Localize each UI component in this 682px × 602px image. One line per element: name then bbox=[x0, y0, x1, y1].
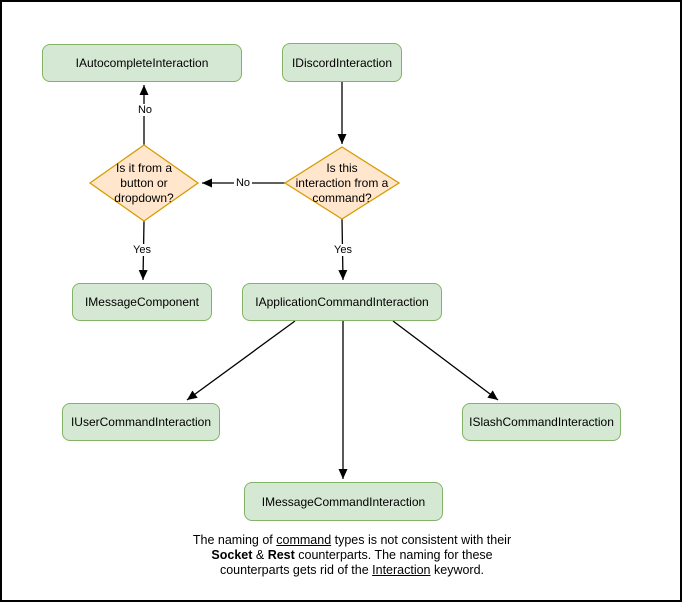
decision-button-dropdown-shape bbox=[88, 144, 200, 222]
edge-label-yes-left: Yes bbox=[131, 244, 153, 256]
footer-line2-bold-socket: Socket bbox=[211, 548, 253, 562]
node-iusercommandinteraction: IUserCommandInteraction bbox=[62, 403, 220, 441]
footer-note: The naming of command types is not consi… bbox=[172, 533, 532, 578]
footer-line2-bold-rest: Rest bbox=[267, 548, 295, 562]
edge-label-no-up: No bbox=[135, 104, 155, 116]
edge-application-to-slash-command bbox=[392, 320, 499, 401]
footer-line1-underlined-word: command bbox=[276, 533, 332, 547]
node-imessagecommandinteraction: IMessageCommandInteraction bbox=[244, 482, 443, 521]
footer-line-1: The naming of command types is not consi… bbox=[172, 533, 532, 548]
footer-line1-pre: The naming of bbox=[192, 533, 277, 547]
edge-label-no-left: No bbox=[233, 177, 253, 189]
footer-line-2: Socket & Rest counterparts. The naming f… bbox=[172, 548, 532, 563]
footer-line3-pre: counterparts gets rid of the bbox=[219, 563, 373, 577]
decision-button-dropdown-label: Is it from a button or dropdown? bbox=[114, 160, 174, 205]
footer-line2-post: counterparts. The naming for these bbox=[294, 548, 493, 562]
footer-line2-mid: & bbox=[252, 548, 268, 562]
node-iapplicationcommandinteraction: IApplicationCommandInteraction bbox=[242, 283, 442, 321]
edge-label-yes-right: Yes bbox=[332, 244, 354, 256]
node-islashcommandinteraction: ISlashCommandInteraction bbox=[462, 403, 621, 441]
decision-from-command-label: Is this interaction from a command? bbox=[295, 160, 389, 205]
edge-application-to-user-command bbox=[186, 320, 296, 401]
footer-line3-post: keyword. bbox=[430, 563, 485, 577]
node-imessagecomponent: IMessageComponent bbox=[72, 283, 212, 321]
node-iautocompleteinteraction: IAutocompleteInteraction bbox=[42, 44, 242, 82]
footer-line1-post: types is not consistent with their bbox=[331, 533, 512, 547]
decision-from-command-shape bbox=[283, 146, 401, 220]
footer-line3-underlined-word: Interaction bbox=[372, 563, 431, 577]
footer-line-3: counterparts gets rid of the Interaction… bbox=[172, 563, 532, 578]
node-idiscordinteraction: IDiscordInteraction bbox=[282, 43, 402, 82]
